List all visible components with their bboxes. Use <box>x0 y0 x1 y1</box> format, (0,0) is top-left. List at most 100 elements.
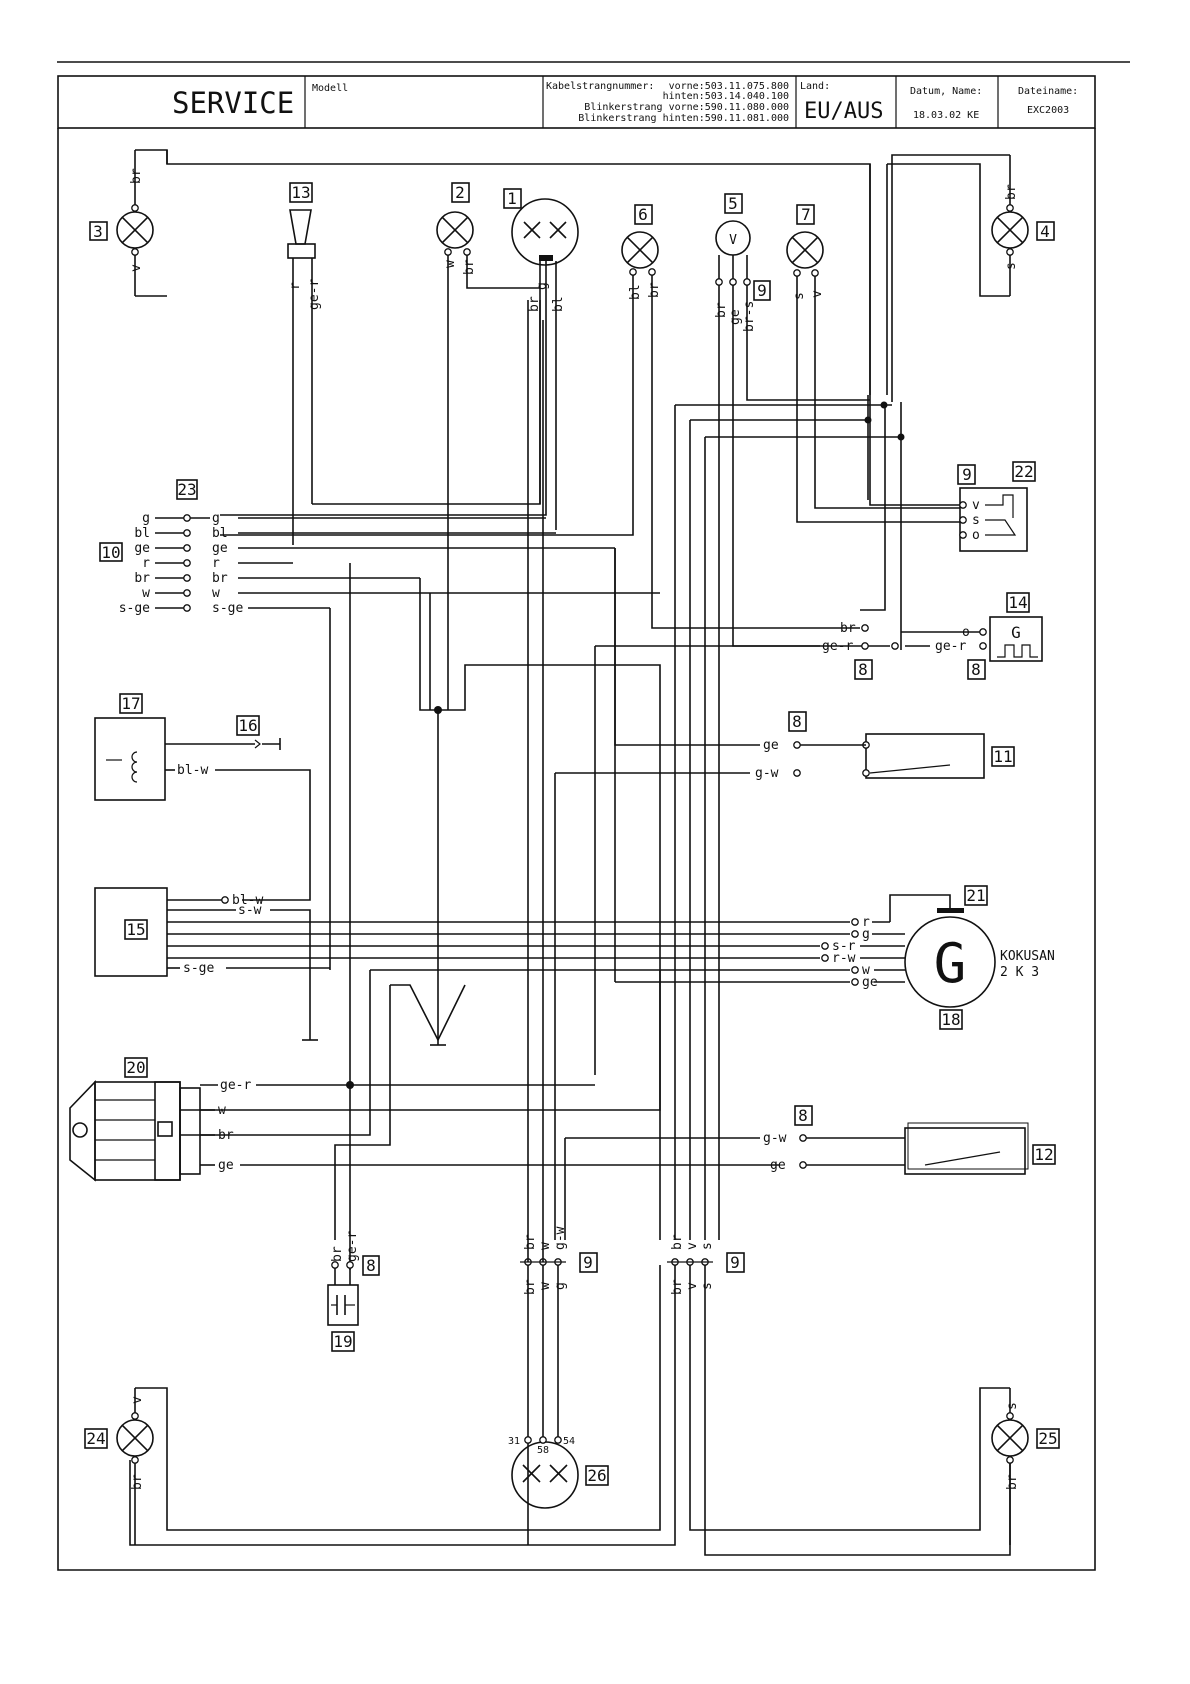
wire-label: w <box>862 963 870 978</box>
wire-label: bl <box>551 296 566 312</box>
wire-label: v <box>810 290 825 298</box>
wire-label: w <box>538 1282 553 1290</box>
indicator-lamp-2: 2 w br <box>436 182 540 505</box>
wire-label: ge <box>862 975 878 990</box>
land-label: Land: <box>800 81 830 92</box>
wire-label: s-w <box>238 903 262 918</box>
wire-label: r <box>212 556 220 571</box>
wire-label: ge-r <box>307 279 322 310</box>
terminal-label: 31 <box>508 1436 520 1447</box>
horn-13: 13 r ge-r <box>287 182 322 545</box>
alternator-18: G KOKUSAN 2 K 3 18 21 r g s-r r-w w ge <box>821 885 1055 1030</box>
wire-label: bl-w <box>177 763 208 778</box>
wire-label: br <box>218 1128 234 1143</box>
indicator-lamp-25: s br 25 <box>991 1388 1060 1545</box>
wire-label: g-w <box>755 766 779 781</box>
ignition-coil-17: 17 16 bl-w <box>94 693 311 901</box>
wire-label: w <box>538 1242 553 1250</box>
wire-label: ge-r <box>220 1078 251 1093</box>
wire-label: s-ge <box>212 601 243 616</box>
component-number: 8 <box>792 712 802 731</box>
wire-label: br <box>330 1246 345 1262</box>
datum-value: 18.03.02 KE <box>913 110 979 121</box>
wire-label: bl <box>212 526 228 541</box>
component-number: 1 <box>507 189 517 208</box>
switch-22: 9 22 v s o <box>957 461 1036 552</box>
title-block: SERVICE Modell Kabelstrangnummer: vorne:… <box>57 61 1130 129</box>
component-number: 25 <box>1038 1429 1057 1448</box>
wire-label: s-ge <box>119 601 150 616</box>
wire-label: br <box>670 1234 685 1250</box>
wire-label: br <box>523 1234 538 1250</box>
modell-label: Modell <box>312 83 348 94</box>
wire-label: v <box>130 1396 145 1404</box>
component-number: 22 <box>1014 462 1033 481</box>
component-number: 17 <box>121 694 140 713</box>
headlamp-1: 1 g br bl <box>503 188 579 530</box>
component-number: 23 <box>177 480 196 499</box>
indicator-lamp-6: 6 bl br <box>220 204 860 629</box>
wire-label: s-ge <box>183 961 214 976</box>
wire-label: ge <box>770 1158 786 1173</box>
component-number: 20 <box>126 1058 145 1077</box>
wire-label: ge-r <box>822 639 853 654</box>
wire-label: g <box>553 1282 568 1290</box>
generator-symbol: G <box>1011 623 1021 642</box>
wire-label: s <box>1005 1402 1020 1410</box>
component-number: 12 <box>1034 1145 1053 1164</box>
wire-label: br <box>130 1474 145 1490</box>
wire-label: s-r <box>832 939 856 954</box>
wire-label: w <box>218 1103 226 1118</box>
wire-label: ge <box>728 309 743 325</box>
wire-label: br <box>1005 1474 1020 1490</box>
component-number: 9 <box>583 1253 593 1272</box>
wire-label: br <box>527 296 542 312</box>
wire-label: ge-r <box>935 639 966 654</box>
switch-rows: g bl ge r br w s-ge g bl ge r br w s-ge <box>119 511 660 616</box>
component-number: 9 <box>962 465 972 484</box>
wire-label: bl <box>134 526 150 541</box>
wire-label: g <box>212 511 220 526</box>
wire-label: br <box>212 571 228 586</box>
indicator-lamp-4: br s 4 <box>887 154 1055 402</box>
wire-label: br <box>462 259 477 275</box>
generator-name: KOKUSAN <box>1000 949 1055 964</box>
switch-12: 12 g-w ge 8 <box>763 1105 1056 1175</box>
wire-label: g <box>535 282 550 290</box>
wire-label: o <box>962 625 970 640</box>
indicator-lamp-3: br v 3 <box>89 150 167 297</box>
terminal-label: 54 <box>563 1436 575 1447</box>
component-number: 8 <box>971 660 981 679</box>
switch-11: 11 ge g-w 8 <box>755 711 1015 781</box>
component-number: 6 <box>638 205 648 224</box>
regulator-20: 20 ge-r w br ge <box>69 1057 780 1182</box>
wire-label: ge <box>763 738 779 753</box>
component-number: 7 <box>801 205 811 224</box>
wire-label: ge <box>218 1158 234 1173</box>
land-value: EU/AUS <box>804 99 883 124</box>
wire-label: br <box>647 282 662 298</box>
wire-label: w <box>443 260 458 268</box>
wire-label: br <box>523 1279 538 1295</box>
component-number: 14 <box>1008 593 1027 612</box>
wire-label: br <box>129 168 144 184</box>
wire-label: s <box>1004 262 1019 270</box>
kabel-line-2: hinten:503.14.040.100 <box>663 91 789 102</box>
datei-label: Dateiname: <box>1018 86 1078 97</box>
wire-label: g-w <box>763 1131 787 1146</box>
cdi-unit-15: 15 bl-w s-w s-ge <box>94 887 850 1041</box>
wire-label: v <box>685 1282 700 1290</box>
diagram-frame <box>57 128 1096 1571</box>
component-number: 9 <box>757 281 767 300</box>
wire-label: s <box>700 1282 715 1290</box>
wire-label: br <box>670 1279 685 1295</box>
component-number: 8 <box>798 1106 808 1125</box>
wire-label: v <box>685 1242 700 1250</box>
kabel-line-3: Blinkerstrang vorne:590.11.080.000 <box>584 102 789 113</box>
terminal-label: 58 <box>537 1445 549 1456</box>
component-number: 10 <box>101 543 120 562</box>
component-number: 21 <box>966 886 985 905</box>
wire-label: v <box>129 264 144 272</box>
alternator-symbol: G <box>934 932 967 995</box>
component-number: 2 <box>455 183 465 202</box>
